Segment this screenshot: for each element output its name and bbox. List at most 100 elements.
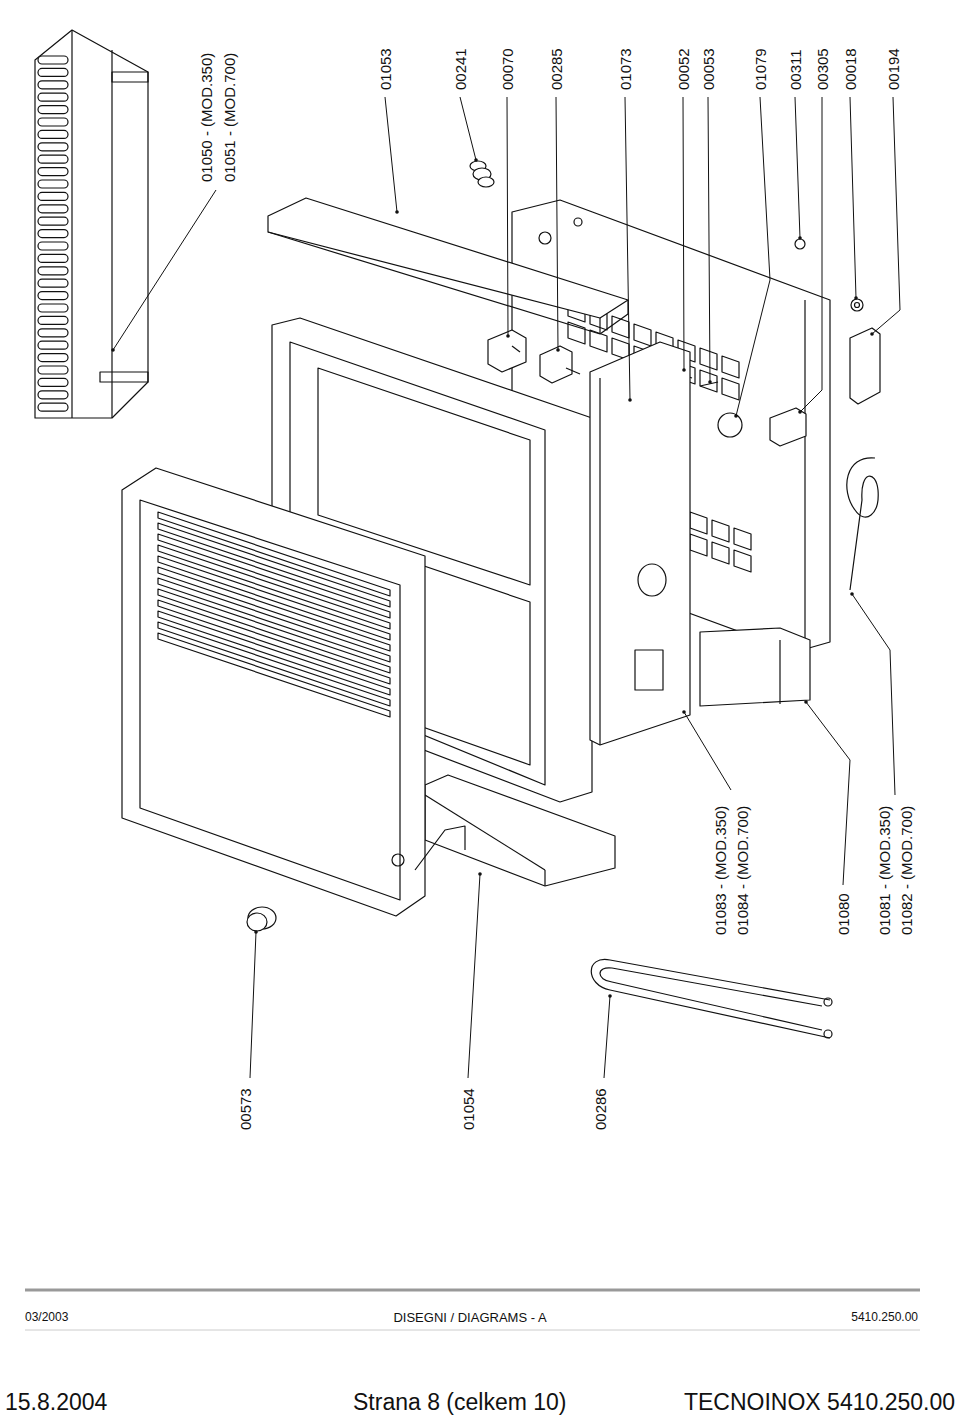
element-tube <box>600 968 822 1030</box>
front-casing <box>122 468 465 916</box>
louver <box>158 611 390 695</box>
grille-slat <box>38 155 68 163</box>
grille-slat <box>38 81 68 89</box>
callout-number: 01082 - (MOD.700) <box>899 806 914 935</box>
grille-slat <box>38 354 68 362</box>
callout-number: 00305 <box>815 48 830 90</box>
panel-hole <box>574 218 582 226</box>
grille-clip <box>112 72 148 82</box>
leader-line <box>556 97 558 350</box>
housing-edge <box>599 378 600 745</box>
grille-slat <box>38 254 68 262</box>
leader-dot <box>734 414 738 418</box>
element-tube <box>591 959 830 1038</box>
footer-text: TECNOINOX 5410.250.00 <box>684 1391 955 1414</box>
element-terminal <box>824 1030 832 1038</box>
leader-dot <box>798 236 802 240</box>
leader-line <box>683 97 684 370</box>
grille-slat <box>38 68 68 76</box>
callout-number: 01053 <box>378 48 393 90</box>
footer-text: Strana 8 (celkem 10) <box>353 1391 566 1414</box>
callout-number: 00053 <box>701 48 716 90</box>
leader-dot <box>556 348 560 352</box>
panel-cutout <box>734 528 751 550</box>
leader-line <box>250 932 256 1078</box>
element-terminal <box>824 998 832 1006</box>
leader-dot <box>854 296 858 300</box>
leader-line <box>460 97 476 160</box>
panel-cutout <box>712 542 729 564</box>
grille-slat <box>38 366 68 374</box>
grille-slat <box>38 316 68 324</box>
grille-slat <box>38 180 68 188</box>
grille-slat <box>38 230 68 238</box>
grille-slat <box>38 106 68 114</box>
grille-slats <box>38 56 68 411</box>
footer-text: 03/2003 <box>25 1311 68 1323</box>
thermostat-pin <box>512 346 520 352</box>
thermostat <box>488 330 526 372</box>
grille-slat <box>38 378 68 386</box>
callout-number: 00286 <box>593 1088 608 1130</box>
grille-slat <box>38 267 68 275</box>
grille-clip <box>100 372 148 382</box>
grille-slat <box>38 192 68 200</box>
footer-text: 5410.250.00 <box>851 1311 918 1323</box>
knob <box>247 907 276 931</box>
louvers <box>158 512 390 717</box>
leader-line <box>850 97 856 298</box>
panel-cutout <box>722 378 739 400</box>
panel-cutout <box>722 356 739 378</box>
grommet <box>478 177 494 187</box>
callout-number: 00070 <box>500 48 515 90</box>
footer-rule <box>25 1289 920 1292</box>
grille-slat <box>38 341 68 349</box>
bolt <box>795 239 805 249</box>
callout-number: 01051 - (MOD.700) <box>222 53 237 182</box>
grille-slat <box>38 93 68 101</box>
leader-dot <box>798 410 802 414</box>
callout-number: 00285 <box>549 48 564 90</box>
leader-lines <box>111 97 900 1078</box>
louver <box>158 622 390 706</box>
grille-slat <box>38 304 68 312</box>
top-plate-body <box>268 198 628 318</box>
duct-body <box>700 628 810 706</box>
housing-cutout <box>635 650 663 690</box>
panel-cutout <box>700 370 717 392</box>
grille-body <box>35 30 148 418</box>
leader-dot <box>478 872 482 876</box>
grille-slat <box>38 279 68 287</box>
callout-number: 00018 <box>843 48 858 90</box>
callout-number: 01081 - (MOD.350) <box>877 806 892 935</box>
callout-number: 00573 <box>238 1088 253 1130</box>
grille-slat <box>38 242 68 250</box>
callout-number: 01084 - (MOD.700) <box>735 806 750 935</box>
grille-slat <box>38 217 68 225</box>
callout-number: 01054 <box>461 1088 476 1130</box>
grille-slat <box>38 205 68 213</box>
switch <box>540 346 572 383</box>
callout-number: 01083 - (MOD.350) <box>713 806 728 935</box>
grille-slat <box>38 403 68 411</box>
duct-edge <box>779 640 780 704</box>
leader-line <box>625 97 630 400</box>
panel-cutout <box>690 534 707 556</box>
leader-dot <box>506 334 510 338</box>
leader-line <box>852 594 895 795</box>
grille-slat <box>38 56 68 64</box>
grille-slat <box>38 143 68 151</box>
top-plate <box>268 198 628 334</box>
leader-line <box>604 996 610 1078</box>
casing-hole <box>392 854 404 866</box>
leader-line <box>468 874 480 1078</box>
grille-slat <box>38 118 68 126</box>
switch-shaft <box>566 368 580 374</box>
panel-cutout <box>734 550 751 572</box>
leader-dot <box>111 348 115 352</box>
footer-rule <box>25 1330 920 1331</box>
leader-line <box>795 97 800 238</box>
panel-knob <box>718 413 742 437</box>
grille-edge <box>71 30 72 418</box>
